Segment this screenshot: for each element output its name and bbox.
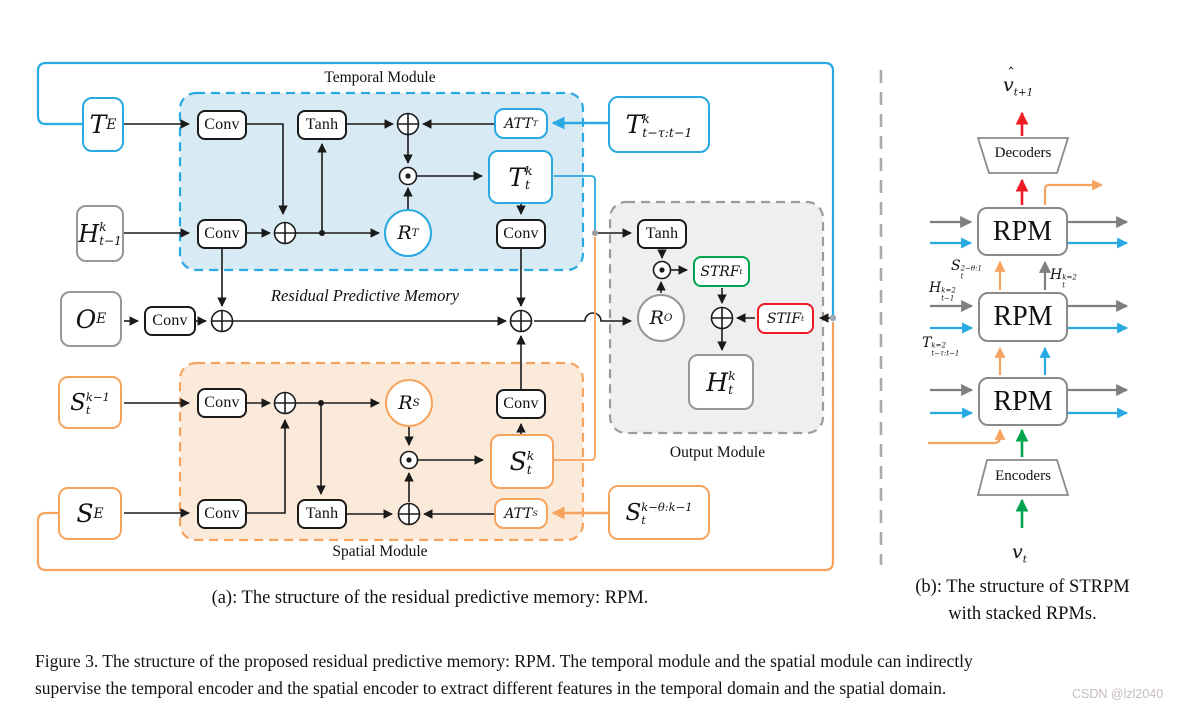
s-out-to-output-line [554, 237, 596, 461]
conv-box-spatial-2: Conv [496, 389, 546, 419]
caption-panel-b-line2: with stacked RPMs. [948, 604, 1097, 624]
conv-box-temporal-1: Conv [197, 110, 247, 140]
tanh-box-temporal: Tanh [297, 110, 347, 140]
conv-box-temporal-2: Conv [197, 219, 247, 249]
rpm-box-bottom: RPM [978, 377, 1068, 426]
operators [210, 112, 837, 526]
encoders-trapezoid [976, 459, 1070, 496]
residual-memory-label: Residual Predictive Memory [270, 286, 460, 305]
spatial-encoder-wrap-line [36, 322, 835, 572]
conv-box-spatial-1: Conv [197, 388, 247, 418]
decoders-label: Decoders [994, 145, 1052, 161]
plus-nodes [210, 112, 734, 526]
caption-panel-b-line1: (b): The structure of STRPM [915, 577, 1130, 597]
rpm-box-top: RPM [977, 207, 1068, 256]
black-connections [124, 119, 831, 519]
conv-box-spatial-3: Conv [197, 499, 247, 529]
conv-box-output: Conv [144, 306, 196, 336]
t-out-to-output-line [554, 175, 596, 230]
watermark: CSDN @lzl2040 [1072, 687, 1164, 701]
tanh-box-spatial: Tanh [297, 499, 347, 529]
spatial-module-label: Spatial Module [332, 543, 428, 560]
temporal-encoder-wrap-line [36, 61, 835, 315]
panel-b-arrows [928, 111, 1129, 528]
figure-caption-line1: Figure 3. The structure of the proposed … [35, 651, 973, 671]
figure-caption-line2: supervise the temporal encoder and the s… [35, 678, 947, 698]
tanh-box-output: Tanh [637, 219, 687, 249]
decoders-trapezoid [976, 137, 1070, 174]
encoders-label: Encoders [995, 468, 1051, 484]
junction-dots [318, 230, 837, 406]
temporal-module-label: Temporal Module [324, 69, 436, 86]
conv-box-temporal-3: Conv [496, 219, 546, 249]
rpm-box-middle: RPM [978, 292, 1068, 342]
output-module-label: Output Module [669, 444, 766, 461]
hadamard-nodes [398, 166, 672, 470]
input-frame-label: vt [1012, 541, 1027, 566]
caption-panel-a: (a): The structure of the residual predi… [211, 588, 649, 608]
